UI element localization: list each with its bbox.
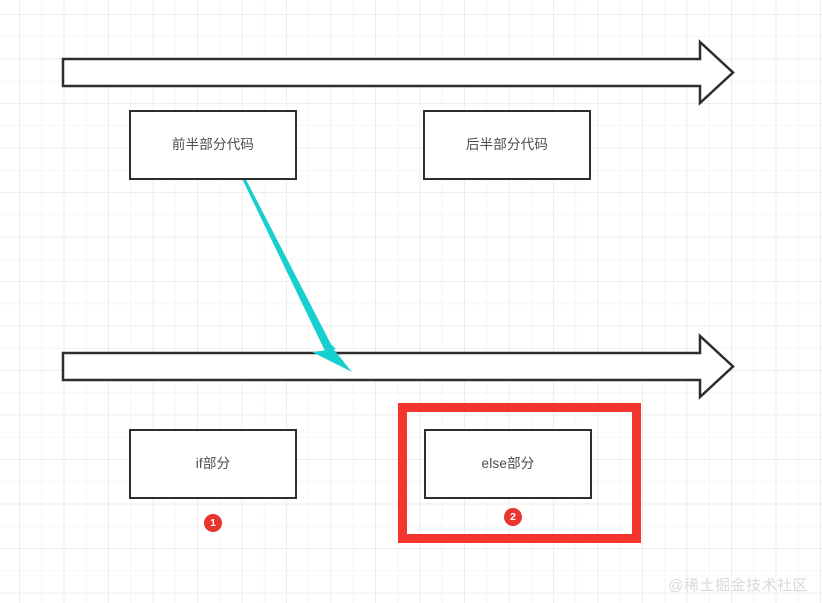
badge-one-label: 1 <box>210 516 216 529</box>
badge-two-label: 2 <box>510 510 516 523</box>
watermark: @稀土掘金技术社区 <box>668 577 808 594</box>
badge-two: 2 <box>504 508 522 526</box>
cyan-tapered-arrow <box>234 163 352 372</box>
else-branch-highlight <box>398 403 641 543</box>
badge-one: 1 <box>204 514 222 532</box>
box-second-half-code[interactable]: 后半部分代码 <box>423 110 591 180</box>
box-if-branch[interactable]: if部分 <box>129 429 297 499</box>
bottom-timeline-arrow <box>61 333 735 400</box>
box-else-branch-label: else部分 <box>481 456 535 472</box>
top-timeline-arrow <box>61 39 735 106</box>
box-first-half-code[interactable]: 前半部分代码 <box>129 110 297 180</box>
box-second-half-code-label: 后半部分代码 <box>465 137 549 153</box>
box-if-branch-label: if部分 <box>195 456 231 472</box>
box-else-branch[interactable]: else部分 <box>424 429 592 499</box>
box-first-half-code-label: 前半部分代码 <box>171 137 255 153</box>
